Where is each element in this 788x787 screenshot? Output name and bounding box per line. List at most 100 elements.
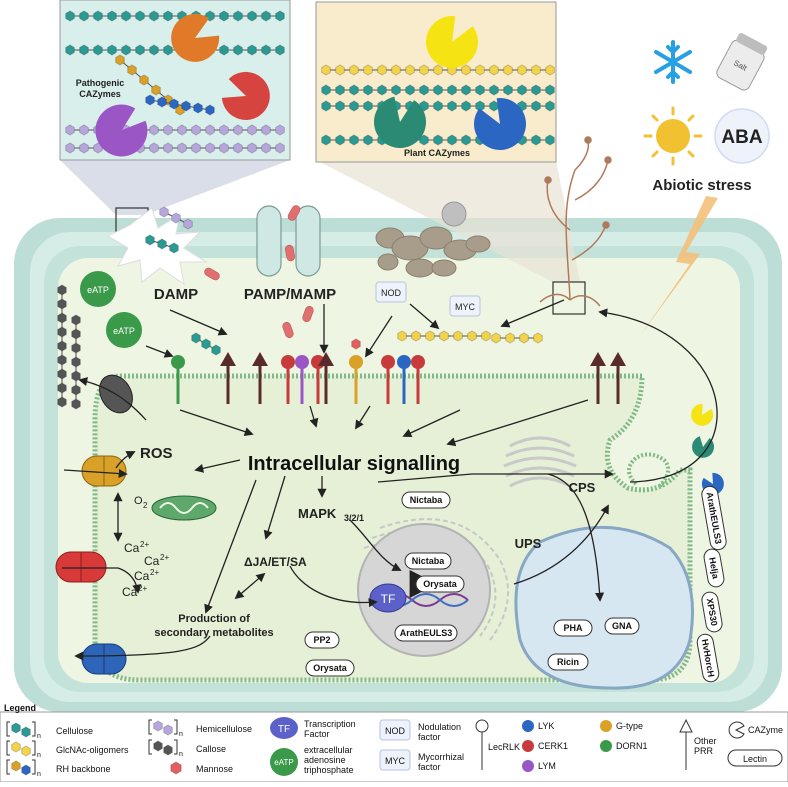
lectin-gna: GNA — [604, 617, 640, 635]
legend-eatp-badge: eATP — [270, 748, 298, 776]
glcnac-unit — [335, 64, 345, 76]
other-prr-receptor — [318, 352, 334, 404]
lectin-orysata-cytoplasm: Orysata — [305, 659, 355, 677]
calcium-charge-label: 2+ — [150, 568, 159, 577]
export-transporter — [81, 643, 127, 675]
legend-gtype-label: G-type — [616, 721, 643, 731]
cellulose-unit — [363, 100, 373, 112]
repeat-n-label: n — [37, 733, 41, 740]
abiotic-stress-group: Salt ABA Abiotic stress — [640, 33, 770, 336]
svg-text:ArathEULS3: ArathEULS3 — [400, 628, 453, 638]
cellulose-unit — [433, 100, 443, 112]
legend-cazyme-label: CAZyme — [748, 725, 783, 735]
svg-text:NOD: NOD — [381, 288, 402, 298]
membrane-receptors — [171, 352, 626, 404]
cellulose-unit — [335, 100, 345, 112]
cellulose-unit — [531, 134, 541, 146]
cellulose-unit — [363, 84, 373, 96]
cellulose-unit — [65, 44, 75, 56]
legend-hemi-swatch — [163, 724, 173, 736]
rh-unit — [205, 104, 215, 116]
bracket — [32, 721, 36, 737]
svg-text:eATP: eATP — [113, 326, 135, 336]
callose-unit — [57, 396, 67, 408]
svg-text:MYC: MYC — [455, 302, 476, 312]
pamp-label: PAMP/MAMP — [244, 286, 336, 303]
callose-unit — [57, 298, 67, 310]
cellulose-unit — [489, 84, 499, 96]
repeat-n-label: n — [179, 751, 183, 758]
cazyme-small-yellow — [691, 403, 714, 426]
legend-gtype-swatch — [600, 720, 612, 732]
callose-unit — [57, 284, 67, 296]
callose-unit — [57, 382, 67, 394]
repeat-n-label: n — [37, 771, 41, 778]
lecrlk-receptor — [411, 355, 425, 404]
legend-glcnac-swatch — [21, 745, 31, 757]
bacteria — [204, 205, 314, 339]
cazyme-small-teal — [692, 436, 715, 458]
cellulose-unit — [79, 10, 89, 22]
inset-plant-cazymes: Plant CAZymes — [315, 1, 586, 315]
glcnac-unit — [491, 332, 501, 344]
legend-lecrlk-label: LecRLK — [488, 742, 520, 752]
cellulose-unit — [135, 44, 145, 56]
legend-cellulose-label: Cellulose — [56, 726, 93, 736]
hemicellulose-unit — [177, 142, 187, 154]
cellulose-unit — [349, 84, 359, 96]
cellulose-unit — [447, 100, 457, 112]
cellulose-unit — [461, 100, 471, 112]
mapk-label: MAPK 3/2/1 — [298, 506, 364, 523]
svg-text:Orysata: Orysata — [423, 579, 458, 589]
legend-cerk1-swatch — [522, 740, 534, 752]
glcnac-unit — [533, 332, 543, 344]
lectin-ametheuls3-nucleus: ArathEULS3 — [394, 624, 458, 642]
hemicellulose-unit — [171, 212, 181, 224]
calcium-ion-label: Ca — [134, 569, 150, 583]
callose-unit — [71, 370, 81, 382]
hemicellulose-unit — [149, 142, 159, 154]
legend-callose-swatch — [153, 740, 163, 752]
cellulose-unit — [163, 10, 173, 22]
hemicellulose-unit — [219, 124, 229, 136]
callose-unit — [57, 368, 67, 380]
hemicellulose-unit — [191, 142, 201, 154]
inset-plant-title: Plant CAZymes — [404, 148, 470, 158]
hemicellulose-unit — [261, 124, 271, 136]
glcnac-unit — [377, 64, 387, 76]
cellulose-unit — [349, 134, 359, 146]
glcnac-unit — [349, 64, 359, 76]
svg-text:2: 2 — [143, 501, 148, 510]
legend-lecrlk-icon — [475, 719, 489, 770]
bracket — [6, 721, 10, 737]
cellulose-unit — [247, 44, 257, 56]
cellulose-unit — [107, 10, 117, 22]
svg-text:MYC: MYC — [385, 756, 406, 766]
lightning-bolt-icon — [640, 196, 718, 336]
hemicellulose-unit — [65, 124, 75, 136]
callose-unit — [57, 354, 67, 366]
cellulose-unit — [261, 44, 271, 56]
legend-cazyme-icon — [728, 721, 745, 739]
glcnac-unit — [545, 64, 555, 76]
calcium-ion-label: Ca — [144, 554, 160, 568]
legend-glcnac-label: GlcNAc-oligomers — [56, 745, 129, 755]
glcnac-unit — [411, 330, 421, 342]
glcnac-unit — [433, 64, 443, 76]
glcnac-unit — [425, 330, 435, 342]
glcnac-unit — [405, 64, 415, 76]
cellulose-unit — [201, 338, 211, 350]
lectin-ricin: Ricin — [547, 653, 589, 671]
hemicellulose-unit — [183, 218, 193, 230]
cellulose-unit — [321, 134, 331, 146]
glcnac-unit — [505, 332, 515, 344]
cellulose-unit — [335, 84, 345, 96]
cellulose-unit — [531, 84, 541, 96]
legend-lectin-pill: Lectin — [727, 749, 783, 767]
lectin-pills: NictabaNictabaOrysataArathEULS3PP2Orysat… — [304, 485, 727, 683]
cellulose-unit — [447, 134, 457, 146]
cellulose-unit — [433, 134, 443, 146]
